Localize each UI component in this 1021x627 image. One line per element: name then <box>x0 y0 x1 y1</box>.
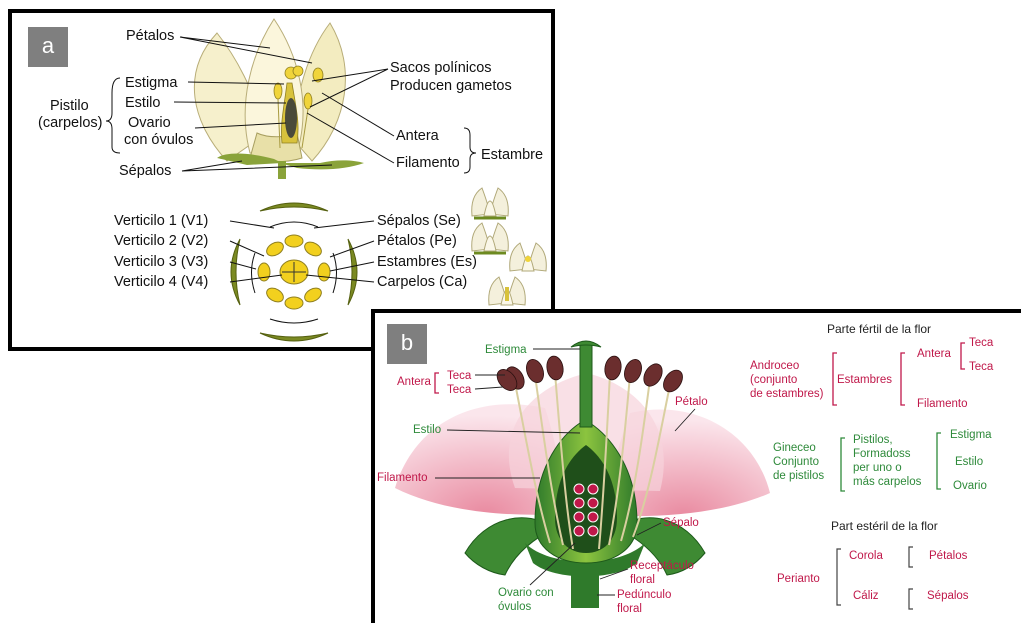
label-filamento: Filamento <box>396 155 460 171</box>
label-b-petalo: Pétalo <box>675 396 708 408</box>
label-formadoss: Formadoss <box>853 448 911 460</box>
label-b-teca-1: Teca <box>447 370 472 382</box>
label-estilo-r: Estilo <box>955 456 983 468</box>
label-con-ovulos: con óvulos <box>124 132 193 148</box>
label-filamento-r: Filamento <box>917 398 968 410</box>
panel-b-diagram: Estigma Antera Teca Teca Pétalo Estilo F… <box>375 313 1021 627</box>
label-teca-r2: Teca <box>969 361 994 373</box>
title-parte-esteril: Part estéril de la flor <box>831 519 938 533</box>
label-estambres-es: Estambres (Es) <box>377 254 477 270</box>
label-b-pedunculo-floral: floral <box>617 603 642 615</box>
label-v1: Verticilo 1 (V1) <box>114 213 208 229</box>
panel-a-diagram: Pétalos Pistilo (carpelos) Estigma Estil… <box>12 13 559 355</box>
panel-b: b <box>371 309 1021 623</box>
label-sacos-polinicos: Sacos polínicos <box>390 60 492 76</box>
label-carpelos: (carpelos) <box>38 115 102 131</box>
label-estambre: Estambre <box>481 147 543 163</box>
label-petalos: Pétalos <box>126 28 174 44</box>
label-androceo-conjunto: (conjunto <box>750 374 797 386</box>
label-caliz: Cáliz <box>853 590 879 602</box>
label-b-antera: Antera <box>397 376 431 388</box>
label-petalos-r: Pétalos <box>929 550 968 562</box>
flower-thumbnails <box>472 188 547 305</box>
label-antera: Antera <box>396 128 440 144</box>
label-teca-r1: Teca <box>969 337 994 349</box>
title-parte-fertil: Parte fértil de la flor <box>827 322 931 336</box>
label-v4: Verticilo 4 (V4) <box>114 274 208 290</box>
label-b-ovulos: óvulos <box>498 601 531 613</box>
label-b-ovario-con: Ovario con <box>498 587 554 599</box>
label-ovario-r: Ovario <box>953 480 987 492</box>
label-producen-gametos: Producen gametos <box>390 78 512 94</box>
label-androceo: Androceo <box>750 360 799 372</box>
label-petalos-pe: Pétalos (Pe) <box>377 233 457 249</box>
label-sepalos-r: Sépalos <box>927 590 969 602</box>
label-pistilo: Pistilo <box>50 98 89 114</box>
label-b-teca-2: Teca <box>447 384 472 396</box>
flower-side-view <box>194 19 364 179</box>
label-perianto: Perianto <box>777 573 820 585</box>
label-b-receptaculo-floral: floral <box>630 574 655 586</box>
label-pistilos: Pistilos, <box>853 434 893 446</box>
label-sepalos-se: Sépalos (Se) <box>377 213 461 229</box>
label-b-filamento: Filamento <box>377 472 428 484</box>
label-b-estilo: Estilo <box>413 424 441 436</box>
label-gineceo-pistilos: de pistilos <box>773 470 824 482</box>
label-corola: Corola <box>849 550 883 562</box>
label-carpelos-ca: Carpelos (Ca) <box>377 274 467 290</box>
label-gineceo: Gineceo <box>773 442 816 454</box>
label-antera-r: Antera <box>917 348 951 360</box>
label-mas-carpelos: más carpelos <box>853 476 922 488</box>
label-b-pedunculo: Pedúnculo <box>617 589 671 601</box>
label-b-estigma: Estigma <box>485 344 527 356</box>
label-v2: Verticilo 2 (V2) <box>114 233 208 249</box>
panel-a: a Pétalos Pistilo (carpelos) Estigma <box>8 9 555 351</box>
label-per-uno: per uno o <box>853 462 902 474</box>
label-estilo: Estilo <box>125 95 160 111</box>
label-ovario: Ovario <box>128 115 171 131</box>
label-estambres-r: Estambres <box>837 374 892 386</box>
label-b-receptaculo: Receptáculo <box>630 560 694 572</box>
label-sepalos: Sépalos <box>119 163 171 179</box>
label-estigma-r: Estigma <box>950 429 992 441</box>
label-androceo-estambres: de estambres) <box>750 388 824 400</box>
label-gineceo-conjunto: Conjunto <box>773 456 819 468</box>
label-b-sepalo: Sépalo <box>663 517 699 529</box>
label-estigma: Estigma <box>125 75 178 91</box>
label-v3: Verticilo 3 (V3) <box>114 254 208 270</box>
